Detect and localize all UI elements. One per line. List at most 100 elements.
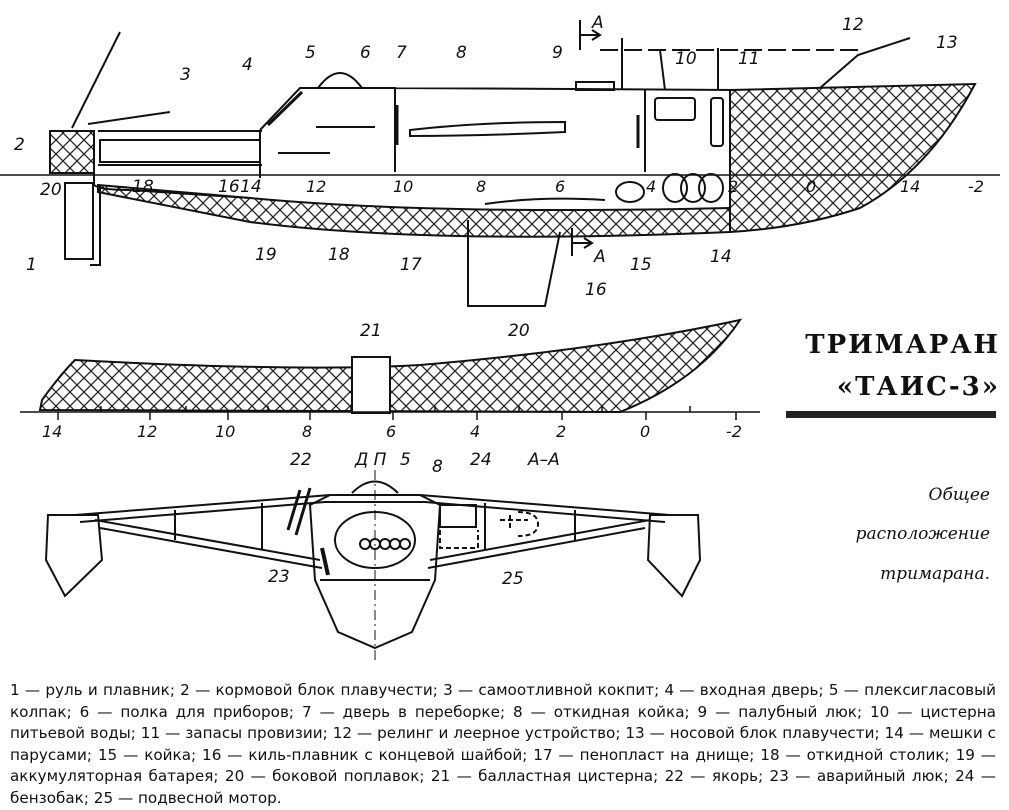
callout-18: 18 [328, 245, 350, 265]
caption-line-2: расположение [855, 524, 990, 544]
float-scale-label: -2 [726, 422, 742, 441]
plexiglas-dome [317, 72, 363, 89]
caption-line-3: тримарана. [880, 564, 990, 584]
cockpit-seat [99, 139, 261, 163]
callout-17: 17 [400, 255, 422, 275]
callout-7: 7 [396, 43, 407, 63]
float-scale-label: 2 [556, 422, 566, 441]
bunk-roll [615, 181, 645, 203]
float-ticks [57, 406, 737, 420]
ballast-tank [351, 356, 391, 414]
callout-8: 8 [456, 43, 467, 63]
callout-10: 10 [675, 49, 697, 69]
callout-16b: 16 [218, 177, 240, 197]
section-cut-top [579, 20, 602, 50]
callout-14: 14 [710, 247, 732, 267]
sail-bag [680, 173, 706, 203]
bottom-foam [97, 183, 731, 238]
section-letter-bottom: А [593, 247, 606, 267]
callout-19: 19 [255, 245, 277, 265]
float-outline [38, 318, 743, 414]
centerline-label: Д П [354, 450, 387, 470]
dome-section [351, 480, 399, 494]
title-line-1: ТРИМАРАН [805, 330, 1000, 360]
callout-15: 15 [630, 255, 652, 275]
right-float [646, 514, 702, 598]
callout-20: 20 [40, 180, 62, 200]
rudder [64, 182, 94, 260]
callout-21: 21 [360, 321, 382, 341]
lower-beam [94, 519, 651, 561]
railing [819, 37, 911, 89]
profile-scale-label: 6 [555, 177, 565, 196]
callout-25: 25 [502, 569, 524, 589]
outboard-motor [500, 511, 540, 537]
callout-18b: 18 [132, 177, 154, 197]
provisions [710, 97, 724, 147]
profile-scale-label: 8 [476, 177, 486, 196]
callout-9: 9 [552, 43, 563, 63]
callout-22: 22 [290, 450, 312, 470]
stern-mast [71, 31, 121, 129]
callout-24: 24 [470, 450, 492, 470]
callout-5: 5 [305, 43, 316, 63]
cross-section-labels: Д П 5 8 22 23 24 25 А–А [268, 450, 560, 589]
profile-scale: 12 10 8 6 4 2 0 -2 14 [306, 177, 984, 196]
upper-beam-inner [79, 501, 666, 523]
title-line-2: «ТАИС-3» [836, 372, 1000, 402]
section-label: А–А [527, 450, 560, 470]
float-scale-label: 4 [470, 422, 480, 441]
float-scale-label: 8 [302, 422, 312, 441]
float-scale-label: 0 [640, 422, 650, 441]
lower-bunk [484, 197, 606, 205]
profile-callouts: 1 2 3 4 5 6 7 8 9 10 11 12 13 14 15 16 1… [14, 13, 958, 300]
float-scale-label: 14 [42, 422, 62, 441]
anchor [286, 487, 312, 536]
float-scale: 14 12 10 8 6 4 2 0 -2 21 20 [42, 321, 742, 441]
stern-buoyancy-block [49, 130, 95, 174]
fuel-tank-dash [439, 530, 479, 549]
callout-1: 1 [26, 255, 37, 275]
deck-hatch [575, 81, 615, 91]
folding-bunk [409, 120, 566, 138]
profile-scale-label: -2 [968, 177, 984, 196]
sail-bag [662, 173, 688, 203]
cross-section [44, 470, 702, 660]
stanchion [659, 49, 666, 91]
profile-scale-label: 12 [306, 177, 326, 196]
bow-buoyancy-block [729, 82, 977, 234]
keel-fin [467, 220, 561, 307]
lower-beam-2 [99, 527, 646, 569]
side-profile [0, 20, 1000, 307]
profile-scale-label: 4 [646, 177, 656, 196]
bunk-roll-section [359, 538, 411, 550]
trimaran-drawing: 12 10 8 6 4 2 0 -2 14 1 2 3 4 5 6 7 8 9 … [0, 13, 1000, 660]
callout-20-float: 20 [508, 321, 530, 341]
callout-23: 23 [268, 567, 290, 587]
profile-scale-label: 0 [806, 177, 816, 196]
escape-hatch [320, 547, 330, 576]
profile-scale-label: 2 [728, 177, 738, 196]
callout-4: 4 [242, 55, 253, 75]
left-float [44, 514, 104, 598]
callout-2: 2 [14, 135, 25, 155]
callout-5-section: 5 [400, 450, 411, 470]
profile-scale-label: 14 [900, 177, 920, 196]
title-rule [786, 411, 996, 418]
section-letter-top: А [591, 13, 604, 33]
callout-16: 16 [585, 280, 607, 300]
section-cut-bottom [571, 228, 594, 256]
caption-line-1: Общее [928, 485, 990, 505]
callout-12: 12 [842, 15, 864, 35]
cabin-interior [334, 511, 416, 569]
float-scale-label: 12 [137, 422, 157, 441]
callout-11: 11 [738, 49, 760, 69]
water-tank [654, 97, 696, 121]
callout-6: 6 [360, 43, 371, 63]
callout-14b: 14 [240, 177, 262, 197]
callout-8-section: 8 [432, 457, 443, 477]
fuel-tank [439, 504, 477, 528]
entry-door [266, 90, 304, 127]
sail-bag [698, 173, 724, 203]
legend: 1 — руль и плавник; 2 — кормовой блок пл… [10, 681, 996, 807]
